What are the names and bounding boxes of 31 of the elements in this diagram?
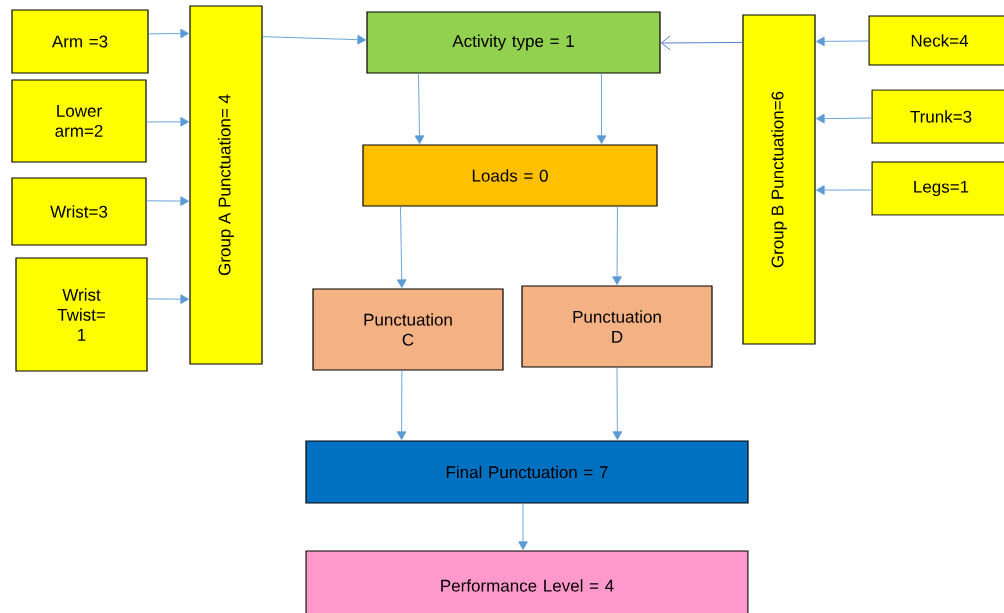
arrow	[518, 503, 528, 550]
input-box: Lower arm=2	[11, 79, 147, 163]
arrow	[146, 196, 189, 206]
input-box: Arm =3	[11, 9, 149, 74]
arrow	[660, 35, 743, 51]
result-box: Performance Level = 4	[305, 550, 749, 613]
arrow	[612, 206, 622, 285]
input-box: Wrist Twist= 1	[15, 257, 148, 372]
arrow	[262, 34, 366, 45]
process-box: Punctuation D	[521, 285, 713, 368]
process-box: Activity type = 1	[366, 11, 661, 74]
arrow	[396, 206, 407, 288]
input-box: Legs=1	[871, 161, 1004, 216]
arrow	[147, 294, 189, 304]
group-box: Group B Punctuation=6	[742, 14, 816, 345]
input-box: Trunk=3	[871, 89, 1004, 144]
arrow	[816, 36, 869, 47]
arrow	[612, 367, 623, 440]
result-box: Final Punctuation = 7	[305, 440, 749, 504]
arrow	[396, 370, 407, 440]
arrow	[596, 73, 607, 144]
arrow	[414, 73, 425, 144]
arrow	[148, 28, 189, 39]
arrow	[816, 185, 872, 195]
group-box: Group A Punctuation= 4	[189, 5, 263, 365]
process-box: Punctuation C	[312, 288, 504, 371]
input-box: Wrist=3	[11, 177, 147, 246]
arrow	[816, 113, 872, 124]
arrow	[146, 117, 189, 127]
process-box: Loads = 0	[362, 144, 658, 207]
input-box: Neck=4	[868, 15, 1004, 66]
